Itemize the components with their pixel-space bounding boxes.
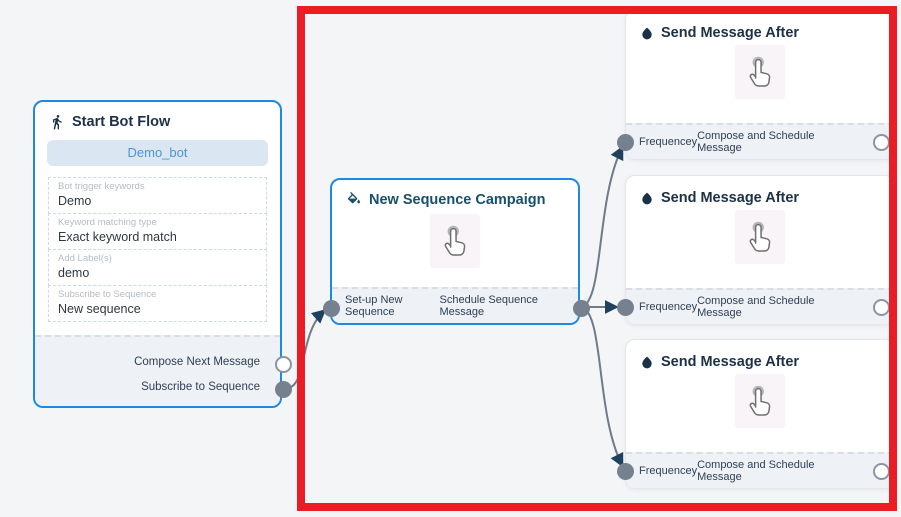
send-message-after-node-3[interactable]: Send Message After Frequencey Compose an…: [617, 339, 895, 489]
field-subscribe-to-sequence[interactable]: Subscribe to Sequence New sequence: [48, 284, 267, 322]
port-compose-and-schedule-message[interactable]: [873, 463, 890, 480]
field-label: Keyword matching type: [58, 216, 157, 228]
field-value: New sequence: [58, 301, 141, 316]
send-input-label: Frequencey: [639, 301, 698, 313]
send-node-title: Send Message After: [661, 190, 800, 206]
paint-bucket-icon: [346, 192, 362, 208]
send-output-label: Compose and Schedule Message: [697, 459, 815, 483]
tap-cursor-icon[interactable]: [735, 210, 785, 264]
send-node-title-row: Send Message After: [626, 176, 894, 206]
campaign-title-row: New Sequence Campaign: [332, 180, 578, 208]
send-node-title: Send Message After: [661, 25, 800, 41]
water-drop-icon: [640, 355, 654, 370]
send-output-label: Compose and Schedule Message: [697, 130, 815, 154]
send-node-body: [626, 210, 894, 264]
send-message-after-node-1[interactable]: Send Message After Frequencey Compose an…: [617, 10, 895, 160]
output-subscribe-to-sequence: Subscribe to Sequence: [141, 381, 260, 393]
field-add-labels[interactable]: Add Label(s) demo: [48, 248, 267, 286]
tap-cursor-icon[interactable]: [735, 374, 785, 428]
send-node-body: [626, 374, 894, 428]
output-compose-next-message: Compose Next Message: [134, 356, 260, 368]
water-drop-icon: [640, 26, 654, 41]
field-label: Bot trigger keywords: [58, 180, 145, 192]
port-compose-next-message[interactable]: [275, 356, 292, 373]
field-value: Demo: [58, 193, 92, 208]
send-node-title: Send Message After: [661, 354, 800, 370]
tap-cursor-icon[interactable]: [430, 214, 480, 268]
water-drop-icon: [640, 191, 654, 206]
tap-cursor-icon[interactable]: [735, 45, 785, 99]
start-node-footer: Compose Next Message Subscribe to Sequen…: [35, 335, 280, 406]
start-node-title: Start Bot Flow: [72, 114, 171, 130]
send-node-footer: Frequencey Compose and Schedule Message: [626, 452, 894, 488]
port-frequencey[interactable]: [617, 299, 634, 316]
campaign-input-label: Set-up New Sequence: [345, 294, 403, 318]
send-node-title-row: Send Message After: [626, 340, 894, 370]
campaign-output-label: Schedule Sequence Message: [439, 294, 538, 318]
port-compose-and-schedule-message[interactable]: [873, 299, 890, 316]
port-frequencey[interactable]: [617, 463, 634, 480]
send-output-label: Compose and Schedule Message: [697, 295, 815, 319]
port-frequencey[interactable]: [617, 134, 634, 151]
port-setup-new-sequence[interactable]: [323, 300, 340, 317]
port-schedule-sequence-message[interactable]: [573, 300, 590, 317]
field-value: demo: [58, 265, 90, 280]
send-input-label: Frequencey: [639, 136, 698, 148]
walking-person-icon: [49, 114, 65, 130]
send-message-after-node-2[interactable]: Send Message After Frequencey Compose an…: [617, 175, 895, 325]
send-input-label: Frequencey: [639, 465, 698, 477]
start-node-fields: Bot trigger keywords Demo Keyword matchi…: [48, 176, 267, 322]
connection-campaign-to-send-3: [581, 306, 624, 468]
bot-name-button[interactable]: Demo_bot: [47, 140, 268, 166]
new-sequence-campaign-node[interactable]: New Sequence Campaign Set-up New Sequenc…: [323, 178, 590, 325]
field-keyword-matching-type[interactable]: Keyword matching type Exact keyword matc…: [48, 212, 267, 250]
field-bot-trigger-keywords[interactable]: Bot trigger keywords Demo: [48, 176, 267, 214]
connection-start-to-campaign: [283, 309, 327, 390]
campaign-footer: Set-up New Sequence Schedule Sequence Me…: [332, 287, 578, 323]
field-value: Exact keyword match: [58, 229, 177, 244]
send-node-footer: Frequencey Compose and Schedule Message: [626, 288, 894, 324]
port-compose-and-schedule-message[interactable]: [873, 134, 890, 151]
campaign-node-title: New Sequence Campaign: [369, 192, 546, 208]
send-node-body: [626, 45, 894, 99]
start-node-title-row: Start Bot Flow: [35, 102, 280, 130]
send-node-footer: Frequencey Compose and Schedule Message: [626, 123, 894, 159]
field-label: Subscribe to Sequence: [58, 288, 157, 300]
start-bot-flow-node[interactable]: Start Bot Flow Demo_bot Bot trigger keyw…: [33, 100, 292, 408]
port-subscribe-to-sequence[interactable]: [275, 381, 292, 398]
campaign-body: [332, 214, 578, 268]
field-label: Add Label(s): [58, 252, 112, 264]
connection-campaign-to-send-1: [581, 145, 624, 308]
send-node-title-row: Send Message After: [626, 11, 894, 41]
